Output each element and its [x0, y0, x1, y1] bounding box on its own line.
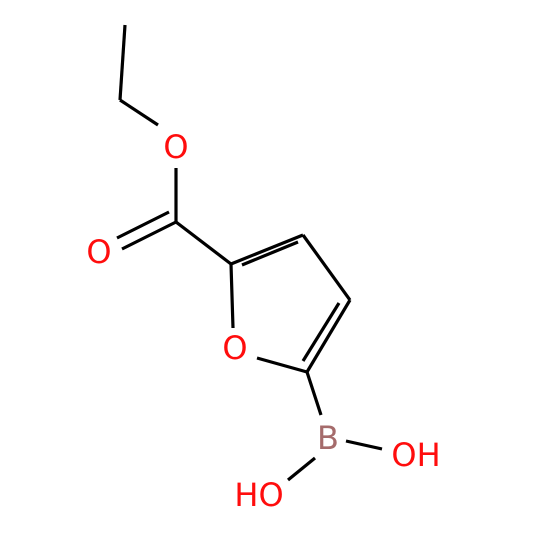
atom-carbonyl-oxygen: O	[86, 233, 111, 271]
bond-c2-c3	[230, 233, 304, 266]
bond-carbonyl-double-a	[121, 220, 177, 251]
bond-c3-c4	[301, 234, 352, 301]
bond-c5-oring	[256, 356, 308, 374]
atom-hydroxyl-right: OH	[391, 436, 440, 474]
atom-ester-oxygen: O	[163, 128, 188, 166]
bond-ch2-oester	[119, 98, 159, 127]
atom-hydroxyl-left: HO	[234, 476, 283, 514]
bond-c4-c5	[305, 299, 352, 373]
bond-c5-boron	[305, 371, 323, 416]
bond-oring-c2	[229, 263, 235, 329]
bond-carbonylc-c2	[175, 220, 232, 266]
bond-c2-c3-inner	[241, 240, 299, 267]
bond-carbonyl-double-b	[116, 210, 170, 240]
bond-boron-oh-left	[286, 456, 317, 482]
atom-boron: B	[317, 419, 339, 457]
atom-ring-oxygen: O	[222, 329, 247, 367]
bond-ch3-ch2	[118, 24, 127, 101]
bond-boron-oh-right	[345, 439, 383, 451]
bond-c4-c5-inner	[301, 302, 341, 362]
